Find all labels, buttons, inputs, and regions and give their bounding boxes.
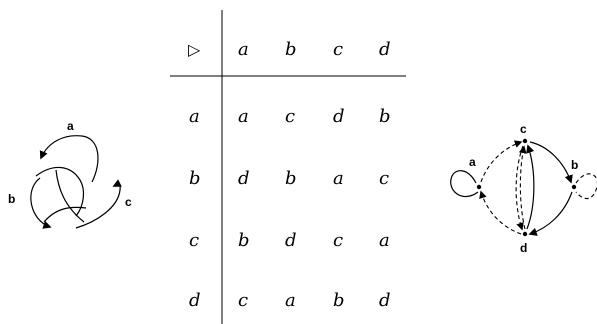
row-header: d: [189, 290, 201, 311]
table-cell: b: [238, 230, 250, 251]
knot-strand-2: [56, 170, 84, 222]
edge-c-b: [530, 142, 571, 182]
quandle-action-graph: a c b d: [451, 122, 597, 255]
graph-label-d: d: [520, 241, 527, 255]
table-cell: b: [285, 168, 297, 189]
table-cell: c: [333, 230, 343, 251]
table-cell: c: [238, 290, 248, 311]
table-cell: b: [333, 290, 345, 311]
trefoil-knot-diagram: a b c: [8, 119, 132, 228]
self-loop-a: [451, 171, 478, 197]
column-header: c: [333, 39, 343, 60]
table-cell: a: [238, 106, 249, 127]
table-cell: d: [379, 290, 391, 311]
graph-node-a: [477, 185, 481, 189]
table-cell: b: [379, 106, 391, 127]
row-header: c: [189, 230, 199, 251]
quandle-operation-table: ▷ a b c d a a c d b b d b a c c b d c a …: [170, 10, 406, 324]
knot-arc-a: [41, 136, 98, 182]
graph-node-d: [523, 232, 527, 236]
knot-arc-b: [31, 178, 50, 227]
edge-d-a: [481, 192, 521, 234]
graph-label-b: b: [571, 158, 578, 172]
table-operator-symbol: ▷: [188, 40, 201, 59]
edge-d-c-solid: [527, 146, 534, 229]
table-cell: c: [379, 168, 389, 189]
table-cell: c: [285, 106, 295, 127]
column-header: a: [238, 39, 249, 60]
table-cell: d: [238, 168, 250, 189]
row-header: b: [189, 168, 201, 189]
graph-label-c: c: [520, 122, 527, 136]
table-cell: a: [333, 168, 344, 189]
knot-strand-1: [36, 167, 83, 216]
row-header: a: [189, 106, 200, 127]
self-loop-b: [576, 174, 597, 199]
column-header: b: [285, 39, 297, 60]
knot-label-b: b: [8, 192, 15, 206]
knot-label-a: a: [67, 119, 74, 133]
graph-label-a: a: [469, 155, 476, 169]
column-header: d: [379, 39, 391, 60]
knot-label-c: c: [125, 195, 132, 209]
table-cell: a: [285, 290, 296, 311]
table-cell: d: [285, 230, 297, 251]
graph-node-b: [572, 185, 576, 189]
edge-d-c-dashed-mid: [520, 147, 525, 229]
table-cell: a: [379, 230, 390, 251]
edge-a-c: [481, 142, 521, 182]
graph-node-c: [523, 139, 527, 143]
edge-b-d: [530, 192, 572, 234]
table-cell: d: [333, 106, 345, 127]
